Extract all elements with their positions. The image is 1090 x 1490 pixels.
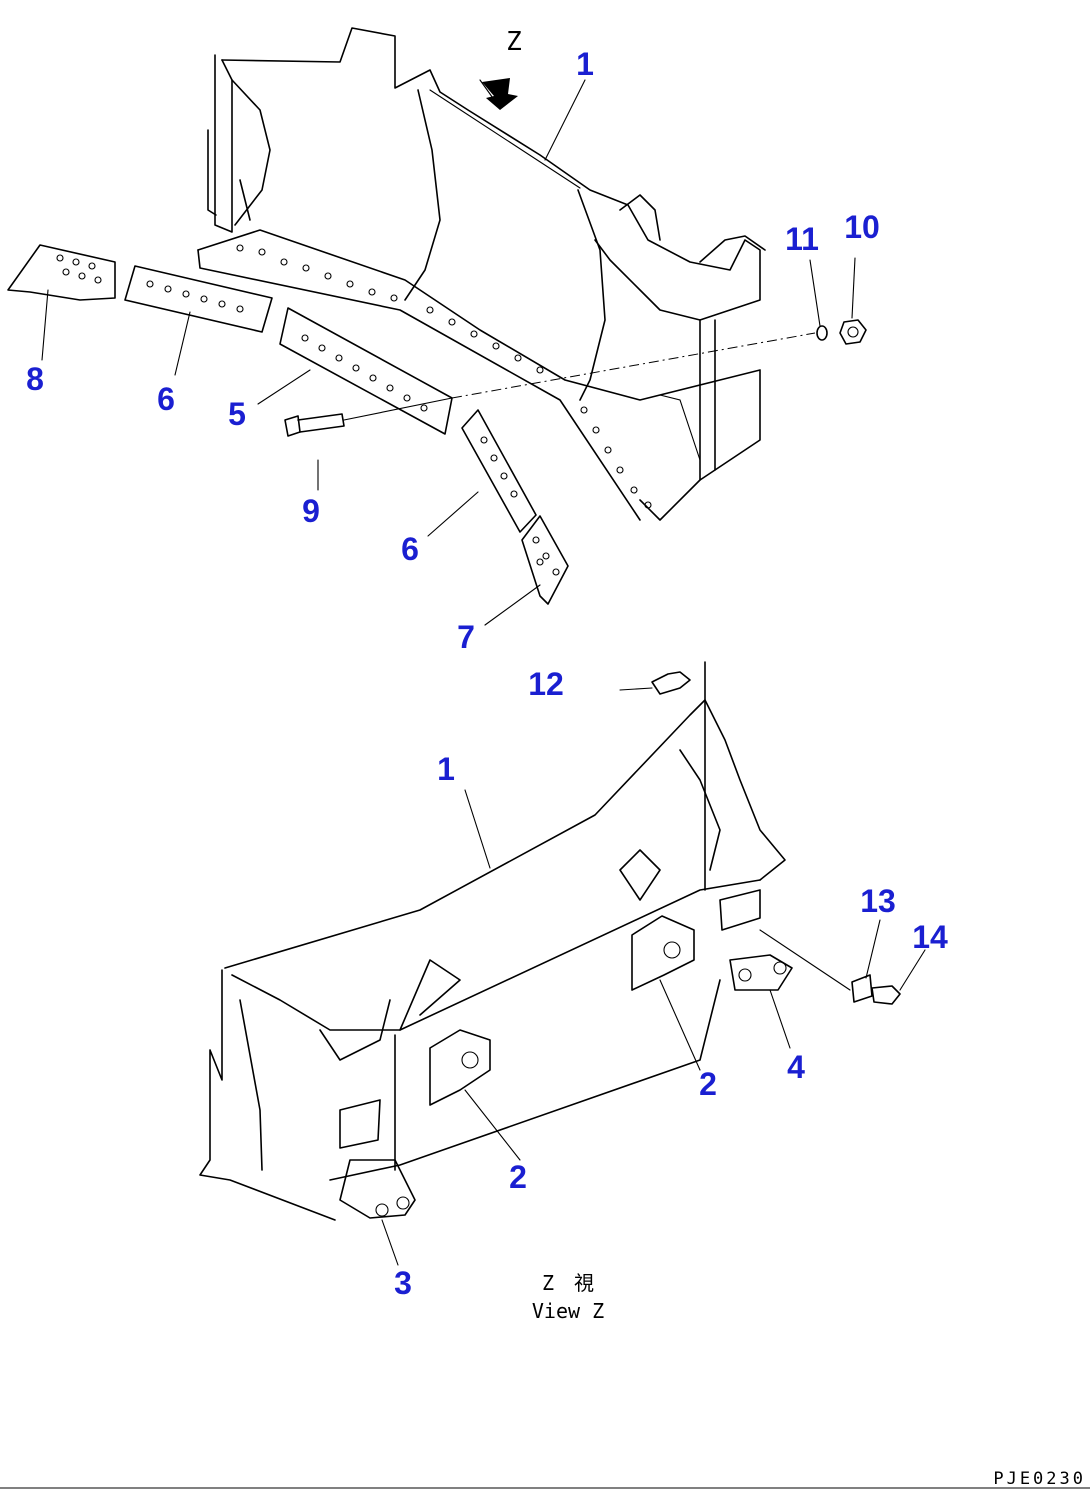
callout-11: 11 xyxy=(785,221,819,257)
blade-rear-view xyxy=(199,661,851,1221)
end-bit-right xyxy=(521,515,569,605)
bolt xyxy=(284,397,453,437)
callout-8: 8 xyxy=(26,361,44,397)
callout-6-lower: 6 xyxy=(401,531,419,567)
cutting-edge-upper xyxy=(124,265,273,333)
view-caption-en: View Z xyxy=(532,1299,604,1323)
callout-3: 3 xyxy=(394,1265,412,1301)
cutting-edge-lower xyxy=(461,409,537,533)
mounting-bolt xyxy=(871,985,901,1005)
callout-10: 10 xyxy=(844,209,880,245)
callout-1-top: 1 xyxy=(576,46,594,82)
cover-plate xyxy=(851,974,873,1003)
callout-9: 9 xyxy=(302,493,320,529)
callout-6-upper: 6 xyxy=(157,381,175,417)
washer-and-nut xyxy=(451,319,867,399)
blade-top-view xyxy=(197,27,766,521)
view-caption-jp: Z 視 xyxy=(542,1271,594,1295)
drawing-code: PJE0230 xyxy=(993,1469,1086,1489)
grease-fitting xyxy=(619,671,691,695)
callout-1-bottom: 1 xyxy=(437,751,455,787)
edge-holes xyxy=(236,244,652,509)
callout-2-left: 2 xyxy=(509,1159,527,1195)
callout-4: 4 xyxy=(787,1049,805,1085)
callout-12: 12 xyxy=(528,666,564,702)
callout-13: 13 xyxy=(860,883,896,919)
callout-14: 14 xyxy=(912,919,948,955)
leader-lines xyxy=(41,79,926,1266)
cutting-edge-center xyxy=(279,307,453,435)
view-marker-label: Z xyxy=(506,27,522,57)
view-arrow xyxy=(479,78,518,110)
callout-7: 7 xyxy=(457,619,475,655)
callout-2-right: 2 xyxy=(699,1066,717,1102)
callout-5: 5 xyxy=(228,396,246,432)
end-bit-left xyxy=(7,244,116,301)
